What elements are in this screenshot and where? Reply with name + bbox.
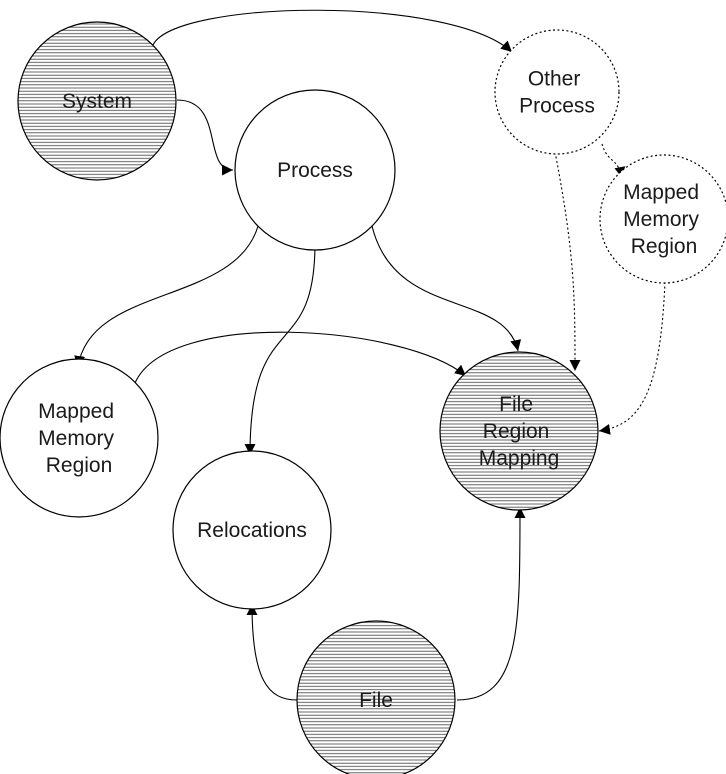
node-mapped-memory-region-other-label-line1: Mapped	[623, 181, 699, 204]
svg-text:Other Process: Other Process	[519, 67, 595, 117]
node-relocations[interactable]: Relocations	[172, 450, 332, 610]
node-file-label: File	[359, 689, 393, 712]
node-relocations-label: Relocations	[197, 519, 307, 542]
edge-process-to-relocations	[244, 242, 316, 456]
edge-process-to-mapped-memory-region	[74, 225, 259, 368]
node-system-label: System	[62, 90, 132, 113]
node-file-region-mapping-label-line1: File	[499, 393, 533, 416]
node-other-process-label-line2: Process	[519, 94, 595, 117]
node-mapped-memory-region-label-line1: Mapped	[38, 400, 114, 423]
edge-mapped-memory-region-to-file-region-mapping-dotted	[598, 281, 666, 435]
node-mapped-memory-region-other-shape	[599, 154, 726, 284]
node-other-process-label-line1: Other	[528, 67, 581, 90]
node-process-shape	[234, 89, 396, 251]
node-file-region-mapping[interactable]: File Region Mapping	[439, 351, 599, 511]
svg-text:Mapped Memory: Mapped Memory Region	[623, 181, 705, 258]
edge-other-process-to-file-region-mapping	[554, 151, 581, 372]
svg-text:Mapped Memory: Mapped Memory Region	[38, 400, 120, 477]
node-file[interactable]: File	[296, 620, 456, 774]
svg-text:File: File	[359, 689, 393, 712]
svg-text:System: System	[62, 90, 132, 113]
node-mapped-memory-region-other-label-line3: Region	[631, 235, 698, 258]
node-mapped-memory-region-other-label-line2: Memory	[623, 208, 699, 231]
edge-file-to-file-region-mapping	[456, 506, 526, 701]
node-file-region-mapping-label-line2: Region	[483, 420, 550, 443]
node-file-shape	[296, 620, 456, 774]
node-process[interactable]: Process	[234, 89, 396, 251]
edge-mapped-memory-region-to-file-region-mapping	[134, 331, 467, 384]
edge-process-to-file-region-mapping	[371, 225, 522, 352]
node-file-region-mapping-label-line3: Mapping	[479, 447, 560, 470]
node-mapped-memory-region-label-line2: Memory	[38, 427, 114, 450]
edge-file-to-relocations	[246, 603, 298, 701]
node-file-region-mapping-shape	[439, 351, 599, 511]
edge-system-to-other-process	[152, 9, 513, 53]
node-mapped-memory-region[interactable]: Mapped Memory Region	[0, 358, 159, 518]
node-mapped-memory-region-other[interactable]: Mapped Memory Region	[599, 154, 726, 284]
edges-layer	[74, 9, 666, 701]
node-mapped-memory-region-label-line3: Region	[46, 454, 113, 477]
edge-other-process-to-mapped-memory-region	[601, 143, 626, 179]
node-relocations-shape	[172, 450, 332, 610]
node-process-label: Process	[277, 159, 353, 182]
node-system-shape	[17, 21, 177, 181]
svg-text:Process: Process	[277, 159, 353, 182]
svg-text:Relocations: Relocations	[197, 519, 307, 542]
node-mapped-memory-region-shape	[0, 358, 159, 518]
edge-system-to-process	[176, 99, 234, 176]
svg-text:File Region Ma: File Region Mapping	[479, 393, 560, 470]
node-system[interactable]: System	[17, 21, 177, 181]
node-other-process[interactable]: Other Process	[494, 29, 620, 155]
node-other-process-shape	[494, 29, 620, 155]
nodes-layer: System Process Other Process Mapped Memo…	[0, 21, 726, 774]
